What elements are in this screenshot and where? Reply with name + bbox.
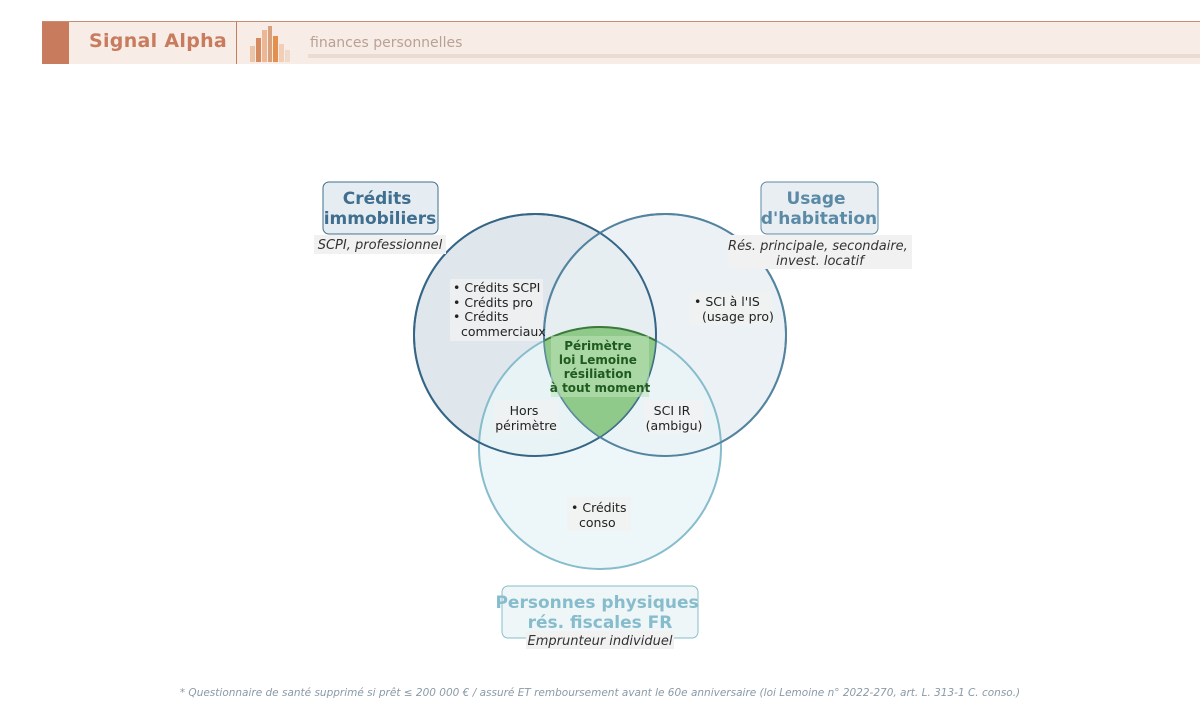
region-credits-only-line4: commerciaux	[453, 324, 546, 339]
brand-name: Signal Alpha	[89, 30, 228, 52]
svg-text:• SCI à l'IS (usage pro): • SCI à l'IS (usage pro)	[694, 294, 774, 324]
svg-text:Usage d'habitation: Usage d'habitation	[761, 189, 877, 229]
region-credits-only-line3: • Crédits	[453, 309, 508, 324]
svg-text:Rés. principale, secondaire,: Rés. principale, secondaire, invest. loc…	[728, 239, 912, 269]
svg-text:Hors périmètre: Hors périmètre	[495, 403, 557, 433]
region-hors-perimetre-line1: Hors	[510, 403, 539, 418]
svg-text:• Crédits SCPI • Crédits p: • Crédits SCPI • Crédits pro • Crédits c…	[453, 280, 546, 339]
region-credits-only-line2: • Crédits pro	[453, 295, 533, 310]
header-divider	[236, 22, 237, 64]
header-subtitle: finances personnelles	[310, 35, 463, 51]
label-box-credits	[322, 181, 439, 235]
svg-text:SCI IR (ambigu): SCI IR (ambigu)	[646, 403, 703, 433]
svg-text:* Questionnaire de santé suppr: * Questionnaire de santé supprimé si prê…	[180, 687, 1020, 699]
label-box-usage	[760, 181, 879, 235]
region-personnes-only-line1: • Crédits	[571, 500, 626, 515]
center-label-line4: à tout moment	[550, 381, 651, 395]
region-usage-only-line2: (usage pro)	[702, 309, 774, 324]
set-note-personnes: Emprunteur individuel	[528, 634, 673, 649]
set-note-usage-line1: Rés. principale, secondaire,	[728, 239, 908, 254]
set-title-credits-line2: immobiliers	[324, 209, 437, 229]
set-note-usage-line2: invest. locatif	[776, 254, 866, 269]
region-hors-perimetre-line2: périmètre	[495, 418, 557, 433]
set-title-personnes-line2: rés. fiscales FR	[528, 613, 673, 633]
region-personnes-only-line2: conso	[579, 515, 616, 530]
header-bar: Signal Alpha finances personnelles	[42, 21, 1200, 64]
set-title-usage-line1: Usage	[786, 189, 845, 209]
set-title-credits-line1: Crédits	[343, 189, 412, 209]
svg-text:Crédits immobiliers: Crédits immobiliers	[324, 189, 437, 229]
region-credits-only-line1: • Crédits SCPI	[453, 280, 540, 295]
center-label-line2: loi Lemoine	[559, 353, 637, 367]
svg-text:• Crédits conso: • Crédits conso	[571, 500, 630, 530]
center-label-line1: Périmètre	[564, 339, 631, 353]
subtitle-underline	[308, 54, 1200, 58]
svg-text:Emprunteur individuel: Emprunteur individuel	[528, 634, 673, 649]
set-title-usage-line2: d'habitation	[761, 209, 877, 229]
svg-text:Personnes physiques rés. f: Personnes physiques rés. fiscales FR	[495, 593, 704, 633]
footnote: * Questionnaire de santé supprimé si prê…	[180, 687, 1020, 699]
region-sci-ir-line2: (ambigu)	[646, 418, 703, 433]
bar-chart-logo-icon	[250, 26, 290, 62]
brand-color-block	[42, 22, 69, 64]
region-sci-ir-line1: SCI IR	[654, 403, 691, 418]
set-note-credits: SCPI, professionnel	[318, 238, 443, 253]
svg-text:Périmètre loi Lemoine: Périmètre loi Lemoine résiliation à tout…	[550, 339, 651, 395]
region-usage-only-line1: • SCI à l'IS	[694, 294, 760, 309]
set-title-personnes-line1: Personnes physiques	[495, 593, 698, 613]
svg-text:SCPI, professionnel: SCPI, professionnel	[318, 238, 443, 253]
center-label-line3: résiliation	[564, 367, 632, 381]
